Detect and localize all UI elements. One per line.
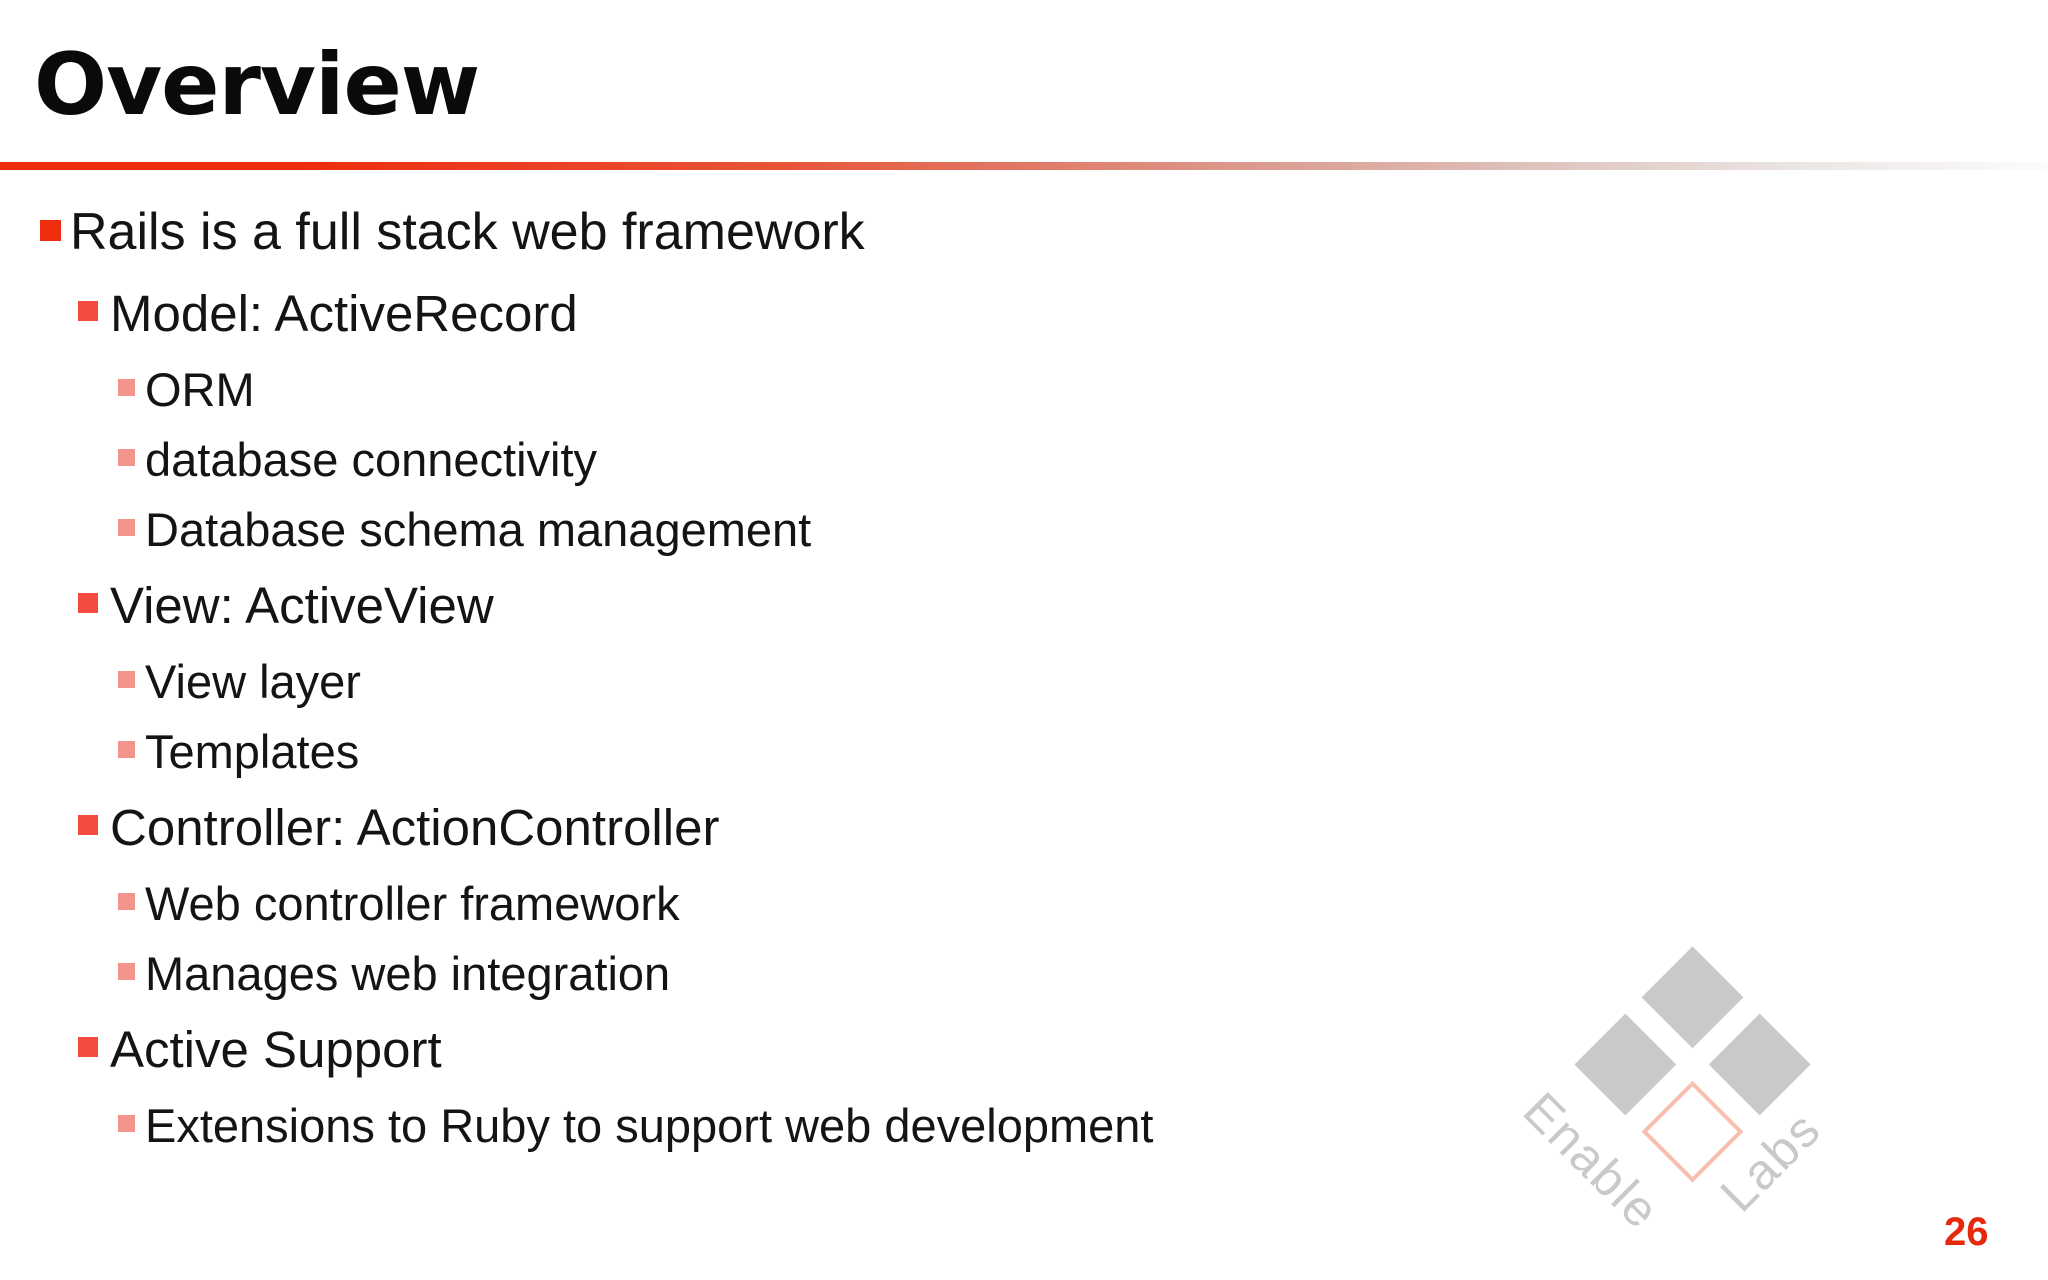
list-item: Model: ActiveRecord xyxy=(0,272,1700,354)
logo-text-labs: Labs xyxy=(1709,1100,1832,1223)
list-item: Controller: ActionController xyxy=(0,786,1700,868)
list-item-text: Database schema management xyxy=(145,502,812,556)
list-item-text: database connectivity xyxy=(145,432,598,486)
list-item-text: Rails is a full stack web framework xyxy=(70,203,865,261)
list-item: database connectivity xyxy=(0,424,1700,494)
bullet-square-icon xyxy=(78,815,98,835)
bullet-square-icon xyxy=(118,962,135,980)
logo-diamond-right xyxy=(1708,1013,1811,1116)
list-item-text: View: ActiveView xyxy=(110,576,494,634)
list-item: Active Support xyxy=(0,1008,1700,1090)
bullet-square-icon xyxy=(78,1037,98,1057)
list-item: View layer xyxy=(0,646,1700,716)
list-item-text: Active Support xyxy=(110,1020,442,1078)
bullet-square-icon xyxy=(78,593,98,613)
list-item-text: ORM xyxy=(145,362,255,416)
bullet-square-icon xyxy=(78,301,98,321)
list-item: Templates xyxy=(0,716,1700,786)
bullet-square-icon xyxy=(40,219,61,241)
bullet-square-icon xyxy=(118,892,135,910)
list-item-text: Controller: ActionController xyxy=(110,798,720,856)
list-item-text: Web controller framework xyxy=(145,876,680,930)
list-item-text: Templates xyxy=(145,724,360,778)
list-item: Rails is a full stack web framework xyxy=(0,192,1700,272)
list-item-text: View layer xyxy=(145,654,361,708)
list-item: Extensions to Ruby to support web develo… xyxy=(0,1090,1700,1160)
list-item: Database schema management xyxy=(0,494,1700,564)
list-item: ORM xyxy=(0,354,1700,424)
bullet-square-icon xyxy=(118,518,135,536)
list-item: Manages web integration xyxy=(0,938,1700,1008)
bullet-square-icon xyxy=(118,740,135,758)
bullet-square-icon xyxy=(118,448,135,466)
bullet-square-icon xyxy=(118,378,135,396)
bullet-square-icon xyxy=(118,670,135,688)
list-item-text: Manages web integration xyxy=(145,946,671,1000)
list-item-text: Extensions to Ruby to support web develo… xyxy=(145,1098,1154,1152)
bullet-square-icon xyxy=(118,1114,135,1132)
list-item: Web controller framework xyxy=(0,868,1700,938)
list-item-text: Model: ActiveRecord xyxy=(110,284,578,342)
page-title: Overview xyxy=(34,35,480,135)
title-rule-gradient xyxy=(0,162,2048,170)
page-number: 26 xyxy=(1944,1210,1989,1254)
list-item: View: ActiveView xyxy=(0,564,1700,646)
